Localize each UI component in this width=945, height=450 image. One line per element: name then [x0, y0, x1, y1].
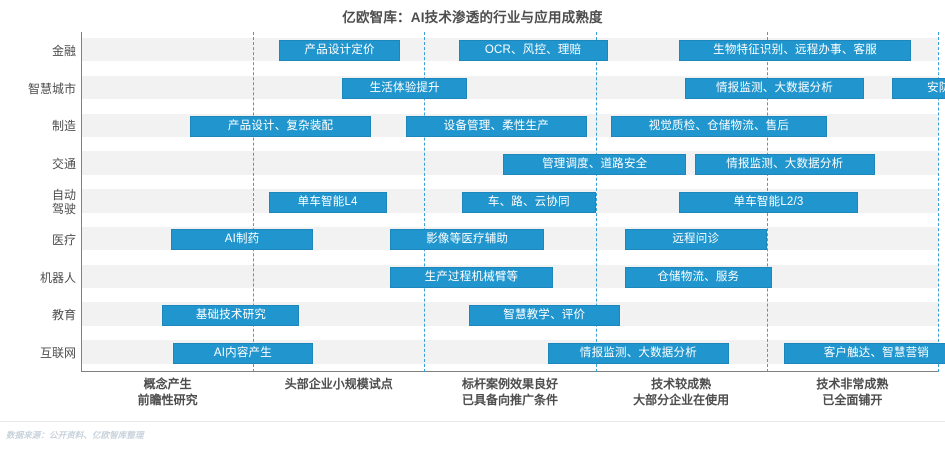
x-stage-label-line: 已具备向推广条件 — [461, 393, 558, 407]
bar-金融-3[interactable]: 生物特征识别、远程办事、客服 — [679, 40, 911, 62]
y-axis-category-labels: 金融智慧城市制造交通自动驾驶医疗机器人教育互联网 — [0, 32, 76, 372]
y-label-互联网: 互联网 — [0, 346, 76, 360]
bar-互联网-2[interactable]: 情报监测、大数据分析 — [547, 342, 730, 364]
x-stage-label-1: 概念产生前瞻性研究 — [78, 376, 258, 408]
y-label-line: 金融 — [51, 43, 76, 58]
bar-教育-2[interactable]: 智慧教学、评价 — [468, 304, 620, 326]
y-label-自动驾驶: 自动驾驶 — [0, 188, 76, 216]
bar-交通-2[interactable]: 情报监测、大数据分析 — [694, 153, 875, 175]
x-stage-label-line: 标杆案例效果良好 — [461, 377, 558, 391]
bar-智慧城市-3[interactable]: 安防 — [891, 78, 945, 100]
x-stage-label-line: 技术非常成熟 — [816, 377, 889, 391]
x-stage-label-line: 前瞻性研究 — [137, 393, 198, 407]
bar-智慧城市-2[interactable]: 情报监测、大数据分析 — [684, 78, 865, 100]
x-stage-label-2: 头部企业小规模试点 — [249, 376, 429, 392]
x-axis-stage-labels: 概念产生前瞻性研究头部企业小规模试点标杆案例效果良好已具备向推广条件技术较成熟大… — [82, 376, 938, 416]
y-label-教育: 教育 — [0, 308, 76, 322]
x-axis-line — [81, 371, 938, 372]
y-label-智慧城市: 智慧城市 — [0, 82, 76, 96]
gridline-stage-5 — [938, 32, 939, 372]
x-stage-label-line: 技术较成熟 — [651, 377, 712, 391]
y-label-line: 互联网 — [39, 346, 76, 361]
bar-机器人-1[interactable]: 生产过程机械臂等 — [390, 267, 553, 289]
bar-交通-1[interactable]: 管理调度、道路安全 — [503, 153, 687, 175]
y-label-交通: 交通 — [0, 157, 76, 171]
bar-医疗-2[interactable]: 影像等医疗辅助 — [390, 229, 545, 251]
y-label-机器人: 机器人 — [0, 271, 76, 285]
bar-医疗-3[interactable]: 远程问诊 — [624, 229, 767, 251]
y-axis-line — [81, 32, 82, 372]
bar-制造-1[interactable]: 产品设计、复杂装配 — [189, 115, 372, 137]
y-label-line: 智慧城市 — [27, 81, 76, 96]
bar-制造-3[interactable]: 视觉质检、仓储物流、售后 — [611, 115, 827, 137]
footer-divider — [0, 421, 945, 422]
bar-自动驾驶-3[interactable]: 单车智能L2/3 — [679, 191, 858, 213]
x-stage-label-3: 标杆案例效果良好已具备向推广条件 — [420, 376, 600, 408]
bar-机器人-2[interactable]: 仓储物流、服务 — [624, 267, 772, 289]
bar-教育-1[interactable]: 基础技术研究 — [162, 304, 300, 326]
y-label-line: 制造 — [51, 119, 76, 134]
bar-自动驾驶-1[interactable]: 单车智能L4 — [268, 191, 387, 213]
x-stage-label-line: 大部分企业在使用 — [633, 393, 730, 407]
source-note: 数据来源：公开资料、亿欧智库整理 — [6, 430, 144, 440]
y-label-line: 教育 — [51, 308, 76, 323]
bar-自动驾驶-2[interactable]: 车、路、云协同 — [462, 191, 596, 213]
bar-制造-2[interactable]: 设备管理、柔性生产 — [405, 115, 588, 137]
bar-医疗-1[interactable]: AI制药 — [171, 229, 314, 251]
gridline-stage-2 — [424, 32, 426, 372]
page-title: 亿欧智库：AI技术渗透的行业与应用成熟度 — [342, 10, 603, 25]
gridline-stage-1 — [253, 32, 255, 372]
y-label-医疗: 医疗 — [0, 233, 76, 247]
bar-智慧城市-1[interactable]: 生活体验提升 — [342, 78, 468, 100]
y-label-line: 交通 — [51, 157, 76, 172]
bar-互联网-3[interactable]: 客户触达、智慧营销 — [783, 342, 945, 364]
x-stage-label-line: 概念产生 — [143, 377, 192, 391]
x-stage-label-line: 头部企业小规模试点 — [284, 377, 393, 391]
y-label-制造: 制造 — [0, 119, 76, 133]
x-stage-label-4: 技术较成熟大部分企业在使用 — [591, 376, 771, 408]
y-label-line: 驾驶 — [51, 202, 76, 216]
y-label-line: 医疗 — [51, 232, 76, 247]
x-stage-label-5: 技术非常成熟已全面铺开 — [762, 376, 942, 408]
bar-金融-2[interactable]: OCR、风控、理赔 — [458, 40, 608, 62]
gridline-stage-3 — [595, 32, 597, 372]
bar-金融-1[interactable]: 产品设计定价 — [278, 40, 401, 62]
y-label-line: 自动 — [51, 188, 76, 202]
y-label-line: 机器人 — [39, 270, 76, 285]
x-stage-label-line: 已全面铺开 — [822, 393, 883, 407]
y-label-金融: 金融 — [0, 44, 76, 58]
bar-互联网-1[interactable]: AI内容产生 — [172, 342, 314, 364]
